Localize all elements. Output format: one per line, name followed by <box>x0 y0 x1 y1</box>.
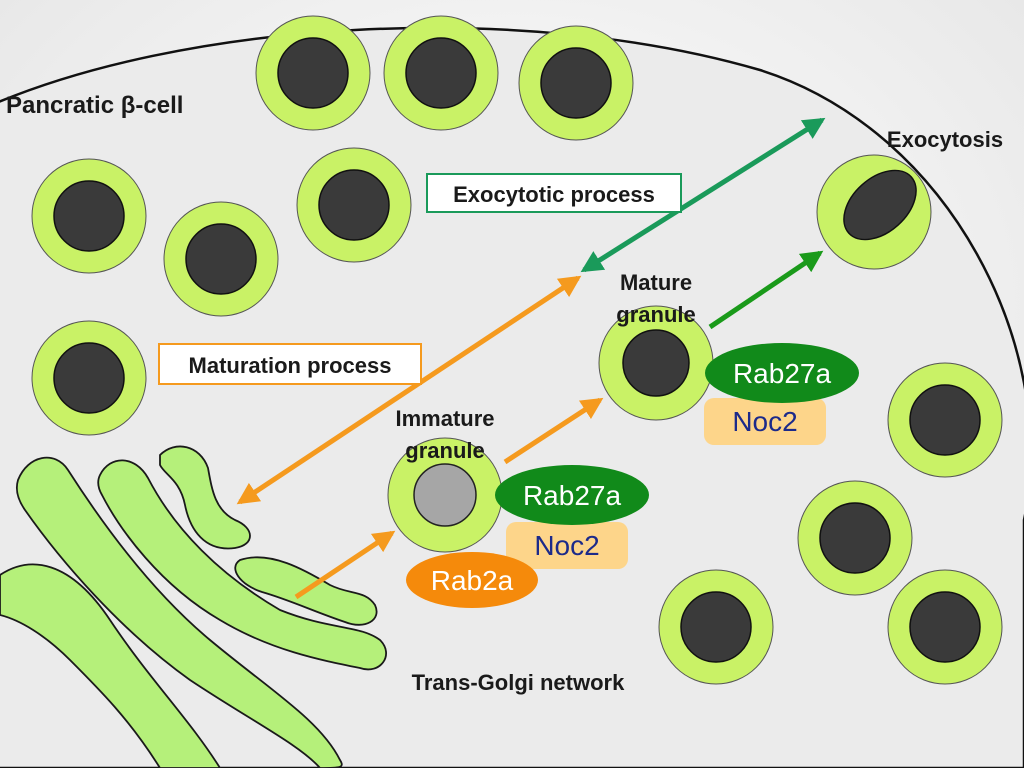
exocytosis-granule <box>816 154 932 270</box>
cell-membrane <box>0 26 1024 768</box>
maturation-process-arrow <box>236 275 582 505</box>
noc2-label-immature: Noc2 <box>534 530 599 561</box>
maturation-process-label: Maturation process <box>189 353 392 378</box>
golgi-to-immature-arrow <box>294 530 396 600</box>
granule <box>518 25 634 141</box>
rab27a-pill-mature <box>705 343 859 403</box>
golgi-label: Trans-Golgi network <box>412 670 625 695</box>
granule <box>296 147 412 263</box>
mature-to-exocytosis-arrow <box>708 250 824 330</box>
noc2-pill-mature <box>704 398 826 445</box>
maturation-process-box <box>158 343 422 385</box>
immature-granule-label-line2: granule <box>405 438 484 463</box>
rab2a-pill <box>406 552 538 608</box>
immature-to-mature-arrow <box>503 397 604 465</box>
noc2-label-mature: Noc2 <box>732 406 797 437</box>
golgi-network <box>0 445 387 768</box>
rab27a-pill-immature <box>495 465 649 525</box>
golgi-cisterna-1 <box>0 563 222 768</box>
granule <box>31 158 147 274</box>
rab2a-label: Rab2a <box>431 565 514 596</box>
granule <box>887 362 1003 478</box>
granule <box>658 569 774 685</box>
mature-granule-label-line1: Mature <box>620 270 692 295</box>
rab27a-label-mature: Rab27a <box>733 358 832 389</box>
granule <box>797 480 913 596</box>
granule <box>383 15 499 131</box>
immature-granule-label-line1: Immature <box>395 406 494 431</box>
noc2-pill-immature <box>506 522 628 569</box>
granule <box>255 15 371 131</box>
exocytotic-process-box <box>426 173 682 213</box>
golgi-cisterna-2 <box>15 456 343 768</box>
rab27a-label-immature: Rab27a <box>523 480 622 511</box>
cell-label: Pancratic β-cell <box>6 92 183 119</box>
exocytotic-process-arrow <box>580 117 826 273</box>
mature-granule-label-line2: granule <box>616 302 695 327</box>
granule <box>887 569 1003 685</box>
golgi-cisterna-3 <box>97 459 387 671</box>
exocytosis-label: Exocytosis <box>887 127 1003 152</box>
exocytotic-process-label: Exocytotic process <box>453 182 655 207</box>
golgi-cisterna-4 <box>159 445 251 550</box>
granule <box>163 201 279 317</box>
granule <box>31 320 147 436</box>
